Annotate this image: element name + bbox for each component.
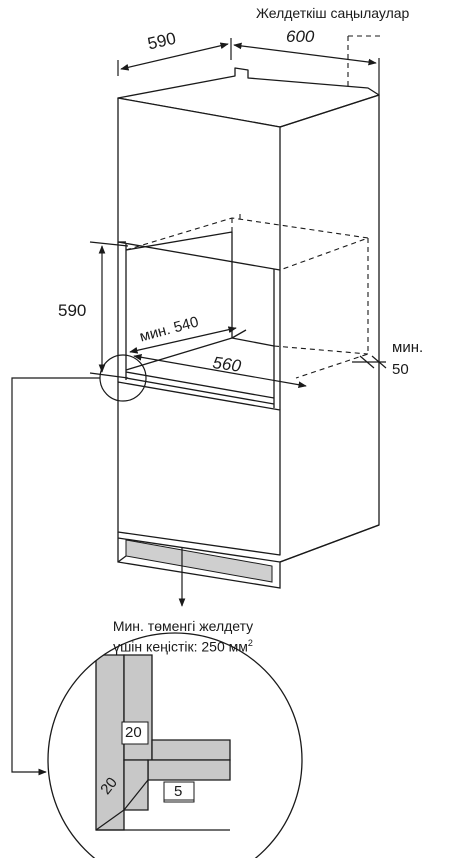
lower-front-panel [117,381,281,556]
dim-560-label: 560 [211,353,243,376]
cabinet-right-side [279,94,380,563]
vent-slots-label: Желдеткіш саңылаулар [256,5,410,21]
dim-width-590 [120,42,229,71]
upper-front-panel [117,97,281,271]
detail-leader-line [11,377,100,776]
detail-20-top-label: 20 [125,724,142,741]
dim-depth-600 [233,42,377,66]
bottom-vent-note: Мин. төменгі желдету үшін кеңістік: 250 … [0,618,366,656]
detail-5-label: 5 [174,783,183,800]
bottom-vent-line1: Мин. төменгі желдету [112,618,254,634]
detail-magnified-view [48,633,302,858]
oven-outline-dashed [125,217,369,271]
bottom-vent-line2: үшін кеңістік: 250 мм2 [113,638,253,655]
dim-depth-600-label: 600 [286,27,315,46]
dim-min-540 [129,326,237,354]
dim-560 [133,353,307,389]
dim-min-50-label: 50 [392,361,409,378]
dim-min-label: мин. [392,339,424,356]
dim-height-590-label: 590 [58,301,87,320]
